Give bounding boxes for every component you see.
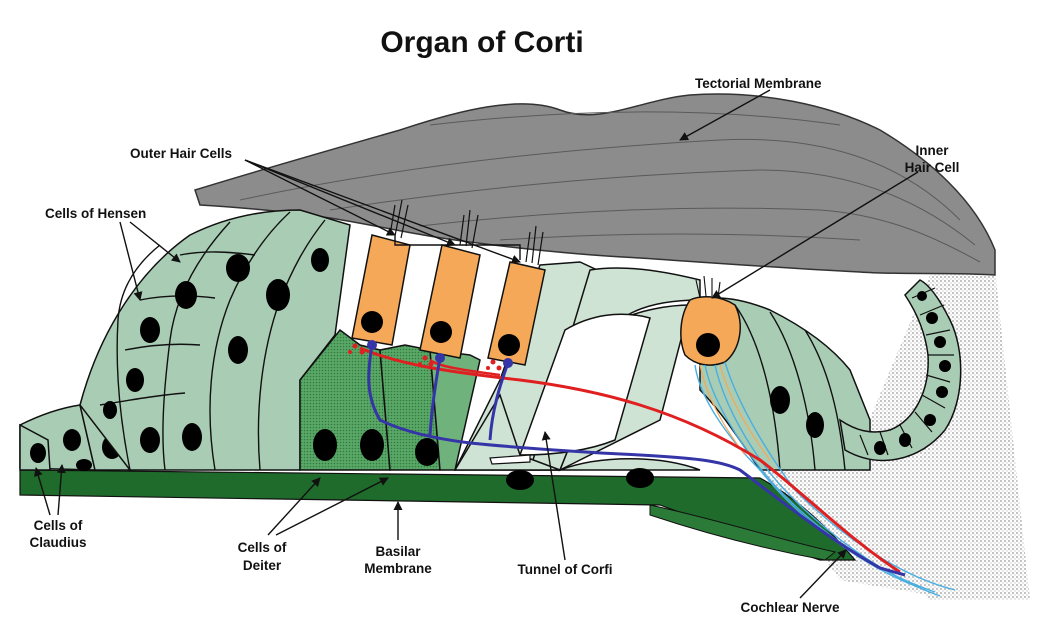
leader-lines	[33, 89, 919, 599]
outer-hair-cell-3	[487, 225, 546, 366]
label-outer-hair-cells: Outer Hair Cells	[130, 146, 232, 161]
cells-of-hensen	[79, 209, 351, 471]
red-efferent-fiber-2	[429, 358, 501, 377]
label-cells-of-deiter-line2: Deiter	[243, 558, 282, 573]
label-cells-of-claudius-line2: Claudius	[29, 535, 86, 550]
blue-afferent-fiber	[367, 344, 906, 577]
label-cells-of-hensen: Cells of Hensen	[45, 206, 146, 221]
outer-hair-cell-2	[419, 209, 481, 359]
pillar-cells	[453, 261, 701, 490]
outer-hair-cell-1	[351, 199, 411, 346]
label-inner-hair-cell-line2: Hair Cell	[905, 160, 960, 175]
tunnel-of-corti-space	[518, 313, 651, 456]
label-tunnel-of-corti: Tunnel of Corfi	[518, 562, 613, 577]
basilar-membrane	[19, 469, 857, 561]
label-basilar-membrane-line2: Membrane	[364, 561, 432, 576]
inner-supporting-cells	[699, 297, 871, 471]
inner-spiral-cells	[838, 279, 962, 462]
label-basilar-membrane-line1: Basilar	[375, 544, 421, 559]
tectorial-fibers	[239, 111, 981, 263]
outer-hair-cells	[351, 199, 546, 366]
label-cells-of-deiter-line1: Cells of	[238, 540, 287, 555]
lower-dotted-area	[760, 460, 960, 600]
label-cells-of-claudius-line1: Cells of	[34, 518, 83, 533]
inner-hair-cell	[680, 275, 741, 366]
nerve-fibers	[348, 340, 956, 597]
label-tectorial-membrane: Tectorial Membrane	[695, 76, 822, 91]
label-inner-hair-cell-line1: Inner	[915, 143, 949, 158]
diagram-title: Organ of Corti	[380, 26, 583, 59]
basilar-membrane-lower	[649, 504, 837, 561]
label-cochlear-nerve: Cochlear Nerve	[740, 600, 840, 615]
